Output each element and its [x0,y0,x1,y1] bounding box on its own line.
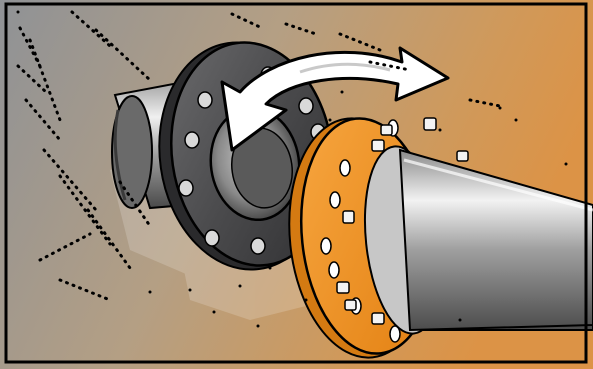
pipe-flange-illustration [0,0,593,369]
